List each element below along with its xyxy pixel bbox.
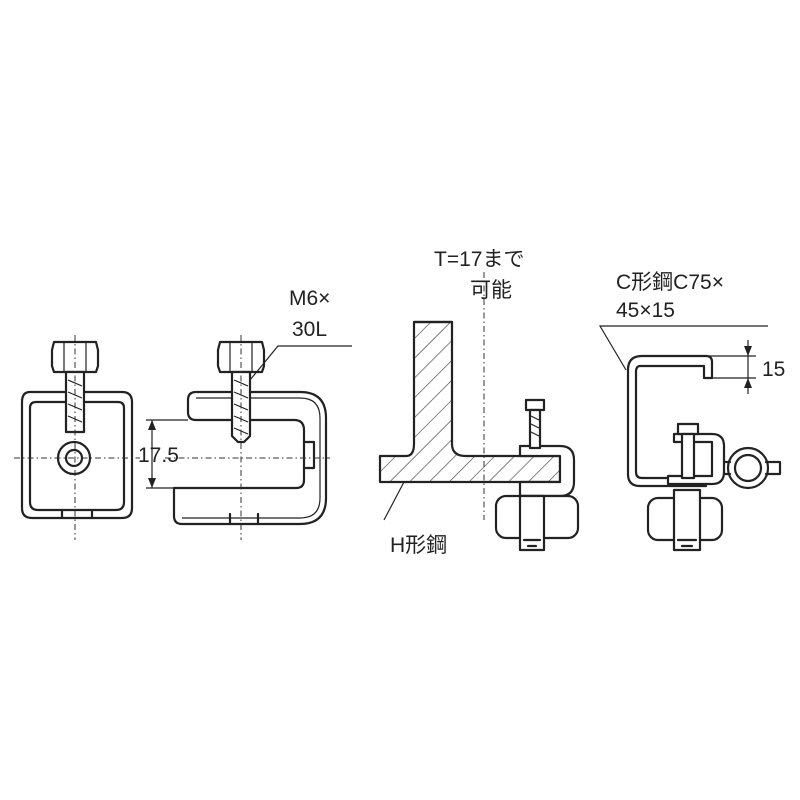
bolt-spec-line1: M6× xyxy=(289,287,330,310)
h-beam-mount-view xyxy=(378,272,580,552)
c-channel-mount-view xyxy=(598,325,782,552)
thickness-label-line1: T=17まで xyxy=(434,248,524,271)
clamp-side-view xyxy=(146,335,352,540)
dimension-15: 15 xyxy=(762,358,785,381)
c-channel-label-line2: 45×15 xyxy=(616,299,675,322)
dimension-17-5: 17.5 xyxy=(138,444,179,467)
bolt-spec-line2: 30L xyxy=(292,318,327,341)
c-channel-label-line1: C形鋼C75× xyxy=(616,271,724,294)
clamp-front-view xyxy=(14,335,140,540)
thickness-label-line2: 可能 xyxy=(470,279,512,302)
h-beam-label: H形鋼 xyxy=(390,534,447,557)
